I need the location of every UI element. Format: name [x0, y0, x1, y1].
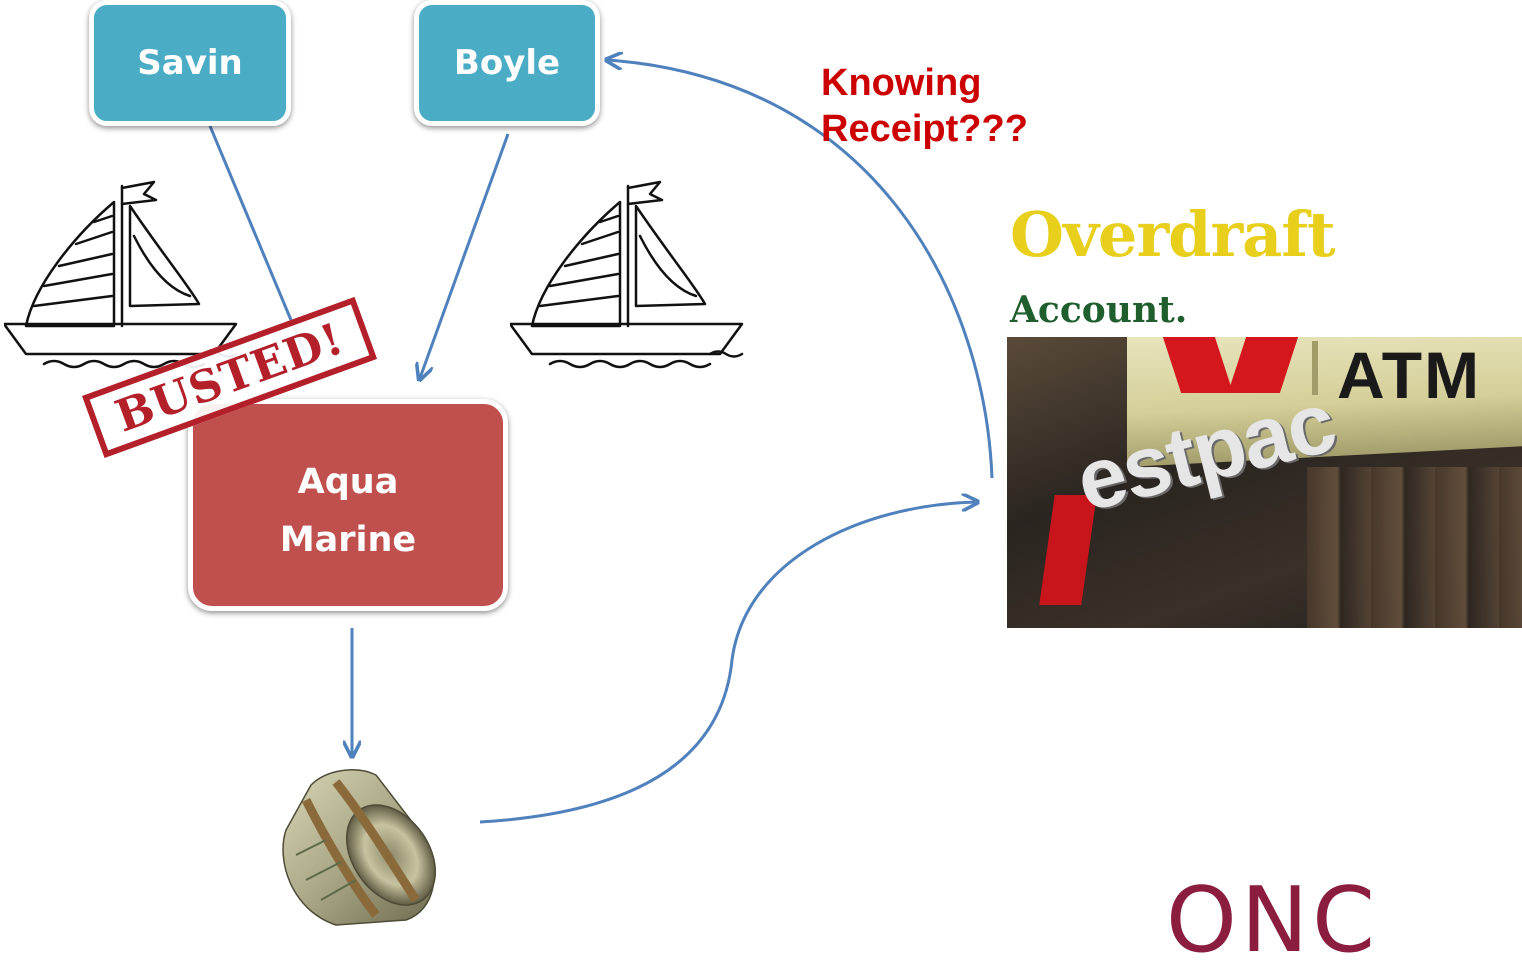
overdraft-logo-title: Overdraft	[1010, 198, 1336, 271]
annotation-line1: Knowing	[821, 62, 982, 104]
sailboat-illustration-right	[510, 180, 744, 369]
overdraft-logo-subtitle: Account.	[1010, 289, 1188, 331]
connector-layer	[208, 0, 994, 824]
arrow-westpac-to-boyle	[608, 60, 994, 479]
atm-sign-text: ATM	[1337, 338, 1482, 412]
arrow-savin-to-aqua	[208, 125, 308, 357]
sign-separator	[1312, 341, 1318, 395]
sailboat-illustration-left	[4, 180, 238, 369]
node-savin-label: Savin	[137, 43, 243, 83]
building-windows	[1307, 467, 1522, 628]
knowing-receipt-annotation: Knowing Receipt???	[821, 60, 1121, 152]
westpac-atm-photo: ATM estpac	[1007, 337, 1522, 628]
node-aqua-marine: Aqua Marine	[188, 399, 508, 611]
money-roll-image	[282, 769, 437, 926]
node-aqua-label-line2: Marine	[279, 520, 417, 560]
node-savin: Savin	[89, 0, 291, 126]
node-aqua-label-line1: Aqua	[297, 462, 399, 502]
onc-logo: ONC	[1166, 868, 1380, 973]
node-boyle: Boyle	[414, 0, 600, 126]
arrow-money-to-westpac	[479, 502, 976, 824]
annotation-line2: Receipt???	[821, 108, 1028, 150]
arrow-boyle-to-aqua	[420, 133, 510, 378]
node-boyle-label: Boyle	[453, 43, 561, 83]
